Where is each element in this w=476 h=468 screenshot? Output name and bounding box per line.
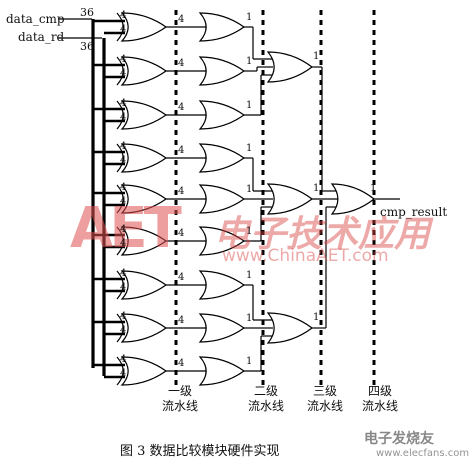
bit-label-or-out: 1 (246, 313, 253, 324)
bit-label-xor-in-a: 4 (120, 224, 127, 235)
bit-label-xor-in-a: 4 (120, 98, 127, 109)
xor-gate-7 (120, 270, 168, 300)
or-gate-1 (198, 12, 246, 42)
bus-width-cmp: 36 (80, 6, 94, 19)
bit-label-stage1: 4 (178, 315, 185, 326)
bit-label-xor-in-b: 4 (120, 325, 127, 336)
pipeline-registers (174, 10, 376, 385)
xor-gate-3-xor-arc (116, 100, 124, 130)
aet-logo-watermark: AET (70, 196, 182, 261)
bit-label-stage1: 4 (178, 58, 185, 69)
bit-label-stage1: 4 (178, 14, 185, 25)
bit-label-stage1: 4 (178, 186, 185, 197)
stage-label-1: 一级流水线 (161, 384, 198, 413)
xor-gate-8-xor-arc (116, 313, 124, 343)
xor-gate-6 (120, 226, 168, 256)
xor-gate-4 (120, 143, 168, 173)
stage-label-4: 四级流水线 (361, 384, 398, 413)
elecfans-logo-watermark: 电子发烧友 (364, 431, 434, 447)
gates (116, 12, 375, 386)
or-gate-2 (198, 56, 246, 86)
xor-gate-1 (120, 12, 168, 42)
xor-gate-5 (120, 184, 168, 214)
xor-gate-4-xor-arc (116, 143, 124, 173)
bus-width-rd: 36 (80, 40, 94, 53)
stage2-or-gate-3 (266, 312, 313, 344)
figure-caption: 图 3 数据比较模块硬件实现 (120, 444, 280, 459)
bit-label-stage1: 4 (178, 145, 185, 156)
bit-label-stage2-out: 1 (313, 312, 320, 323)
bit-label-xor-in-a: 4 (120, 54, 127, 65)
xor-gate-2-xor-arc (116, 56, 124, 86)
watermark-url: www.ChinaAET.com (222, 246, 389, 266)
bit-label-xor-in-b: 4 (120, 68, 127, 79)
or-gate-6 (198, 226, 246, 256)
bit-label-xor-in-b: 4 (120, 238, 127, 249)
xor-gate-2 (120, 56, 168, 86)
bit-label-xor-in-b: 4 (120, 196, 127, 207)
bit-label-xor-in-a: 4 (120, 268, 127, 279)
bit-label-stage2-out: 1 (313, 183, 320, 194)
stage2-or-gate-2 (266, 183, 313, 215)
or-gate-9 (198, 356, 246, 386)
input-label-data-rd: data_rd (18, 30, 65, 44)
stage-label-3: 三级流水线 (306, 384, 343, 413)
bit-label-stage1: 4 (178, 228, 185, 239)
bit-label-xor-in-a: 4 (120, 10, 127, 21)
bit-label-or-out: 1 (246, 184, 253, 195)
or-gate-4 (198, 143, 246, 173)
watermark-cn-text: 电子技术应用 (214, 214, 431, 255)
bit-label-or-out: 1 (246, 270, 253, 281)
xor-gate-6-xor-arc (116, 226, 124, 256)
xor-gate-9 (120, 356, 168, 386)
bit-label-or-out: 1 (246, 356, 253, 367)
xor-gate-8 (120, 313, 168, 343)
stage3-or-gate (330, 183, 375, 215)
bit-label-xor-in-a: 4 (120, 141, 127, 152)
bit-label-or-out: 1 (246, 226, 253, 237)
bit-label-xor-in-b: 4 (120, 155, 127, 166)
or-gate-3 (198, 100, 246, 130)
xor-gate-1-xor-arc (116, 12, 124, 42)
xor-gate-7-xor-arc (116, 270, 124, 300)
bit-label-xor-in-a: 4 (120, 182, 127, 193)
bit-label-stage3-out: 1 (370, 183, 377, 194)
bit-label-xor-in-b: 4 (120, 368, 127, 379)
or-gate-7 (198, 270, 246, 300)
bit-label-xor-in-b: 4 (120, 282, 127, 293)
bit-label-stage1: 4 (178, 272, 185, 283)
or-gate-8 (198, 313, 246, 343)
bit-label-or-out: 1 (246, 12, 253, 23)
bit-label-xor-in-a: 4 (120, 311, 127, 322)
stage-label-2: 二级流水线 (247, 384, 284, 413)
bit-label-xor-in-a: 4 (120, 354, 127, 365)
bit-label-stage1: 4 (178, 358, 185, 369)
input-label-data-cmp: data_cmp (6, 12, 65, 26)
bit-label-or-out: 1 (246, 100, 253, 111)
or-gate-5 (198, 184, 246, 214)
bit-label-xor-in-b: 4 (120, 112, 127, 123)
bit-label-or-out: 1 (246, 143, 253, 154)
xor-gate-3 (120, 100, 168, 130)
bit-label-or-out: 1 (246, 56, 253, 67)
stage2-or-gate-1 (266, 51, 313, 83)
bit-label-xor-in-b: 4 (120, 24, 127, 35)
output-label-cmp-result: cmp_result (380, 205, 448, 219)
xor-gate-9-xor-arc (116, 356, 124, 386)
bit-label-stage2-out: 1 (313, 51, 320, 62)
xor-gate-5-xor-arc (116, 184, 124, 214)
elecfans-url-watermark: www.elecfans.com (376, 448, 470, 459)
bit-label-stage1: 4 (178, 102, 185, 113)
